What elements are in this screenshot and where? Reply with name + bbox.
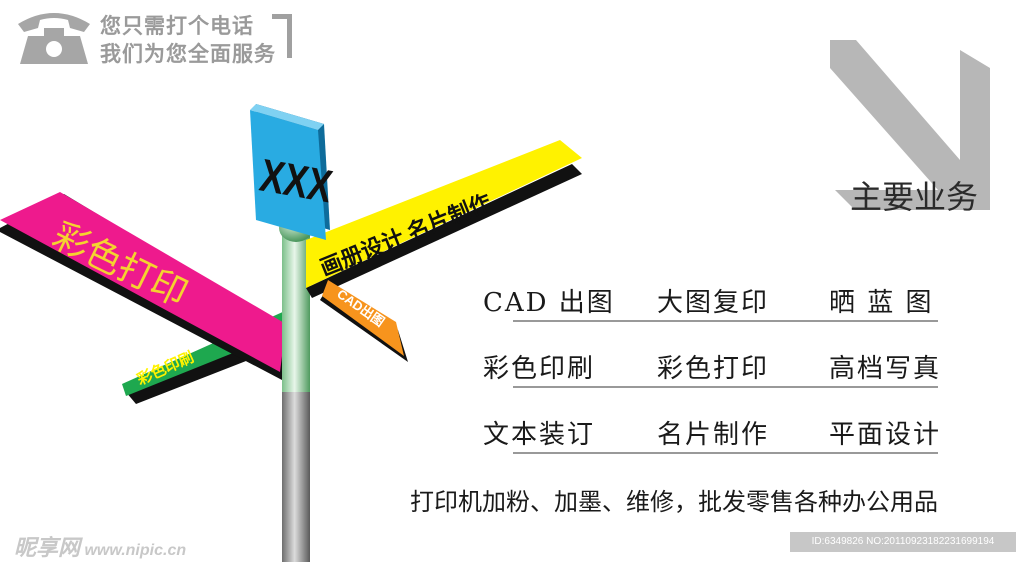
services-row: CAD 出图 大图复印 晒 蓝 图 bbox=[483, 282, 943, 332]
sign-top-label: XXX bbox=[256, 149, 336, 213]
service-item: 大图复印 bbox=[657, 288, 770, 318]
services-title: 主要业务 bbox=[850, 179, 979, 215]
pole-upper bbox=[282, 230, 310, 392]
service-item: 高档写真 bbox=[829, 354, 942, 384]
service-item: 平面设计 bbox=[829, 420, 942, 450]
tagline: 打印机加粉、加墨、维修，批发零售各种办公用品 bbox=[410, 488, 938, 516]
sign-orange: CAD出图 bbox=[320, 280, 408, 362]
divider bbox=[513, 320, 938, 322]
watermark: 昵享网 www.nipic.cn bbox=[14, 530, 186, 562]
header-line-1: 您只需打个电话 bbox=[100, 15, 254, 38]
sign-pink: 彩色打印 bbox=[0, 192, 290, 380]
services-row: 彩色印刷 彩色打印 高档写真 bbox=[483, 348, 943, 398]
service-item: 彩色印刷 bbox=[483, 354, 596, 384]
divider bbox=[513, 386, 938, 388]
sign-top: XXX bbox=[250, 104, 336, 240]
image-id-bar: ID:6349826 NO:20110923182231699194 bbox=[790, 532, 1016, 552]
service-item: 文本装订 bbox=[483, 420, 596, 450]
sign-yellow: 画册设计 名片制作 bbox=[306, 140, 582, 298]
divider bbox=[513, 452, 938, 454]
service-item: CAD 出图 bbox=[483, 288, 615, 318]
service-item: 名片制作 bbox=[657, 420, 770, 450]
service-item: 彩色打印 bbox=[657, 354, 770, 384]
header-line-2: 我们为您全面服务 bbox=[100, 43, 276, 66]
watermark-url: www.nipic.cn bbox=[84, 542, 187, 559]
arrow-down-right-icon bbox=[830, 40, 990, 210]
services-row: 文本装订 名片制作 平面设计 bbox=[483, 414, 943, 464]
header-bracket bbox=[272, 14, 292, 58]
telephone-icon bbox=[18, 13, 90, 64]
watermark-logo: 昵享网 bbox=[14, 535, 81, 560]
pole-lower bbox=[282, 388, 310, 562]
service-item: 晒 蓝 图 bbox=[829, 288, 934, 318]
